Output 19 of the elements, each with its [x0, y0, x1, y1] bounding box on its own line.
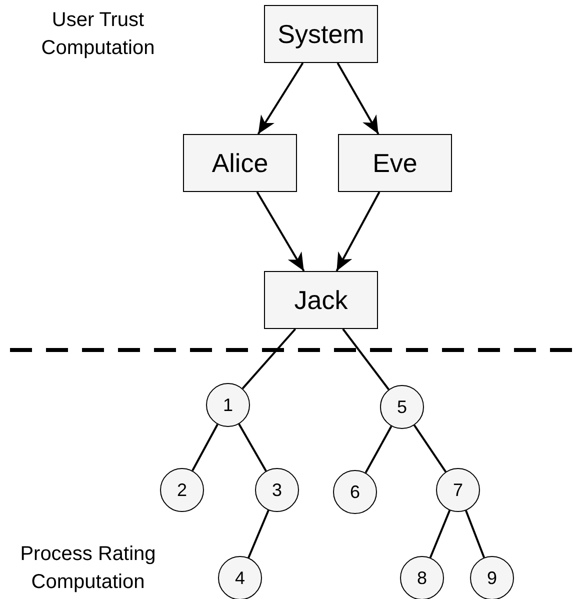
connector-line: [413, 424, 447, 472]
arrow: [336, 62, 380, 134]
section-label: Process Rating Computation: [19, 542, 157, 595]
connector-line: [238, 424, 267, 472]
arrow: [256, 192, 305, 272]
connector-line: [192, 424, 218, 472]
connector-line: [465, 510, 485, 558]
entity-box: Eve: [338, 134, 452, 192]
entity-box: Jack: [264, 271, 378, 329]
connector-line: [342, 328, 390, 390]
entity-box: Alice: [183, 134, 297, 192]
connector-line: [248, 510, 270, 558]
connector-line: [242, 328, 296, 390]
entity-box: System: [264, 5, 378, 63]
section-label: User Trust Computation: [40, 8, 156, 61]
connector-line: [429, 510, 451, 558]
connector-line: [364, 426, 392, 474]
arrow: [257, 62, 304, 135]
arrow: [336, 192, 380, 272]
